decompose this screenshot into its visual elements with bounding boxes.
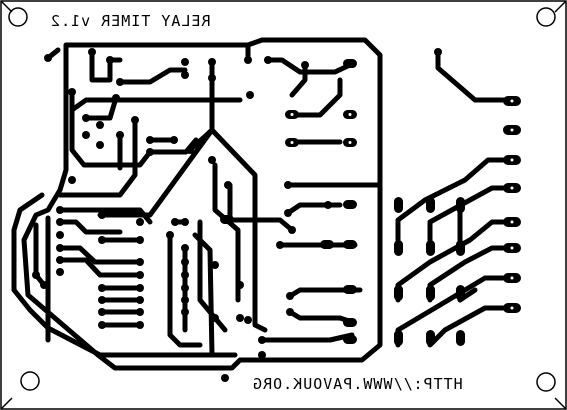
copper-traces xyxy=(11,37,513,371)
mounting-hole-top-left xyxy=(8,7,28,27)
round-pads xyxy=(32,48,442,382)
board-title-silkscreen: RELAY TIMER v1.2 xyxy=(50,12,211,30)
mounting-holes xyxy=(8,7,556,392)
drill-holes xyxy=(290,99,514,310)
mounting-hole-bottom-right xyxy=(536,372,556,392)
mounting-hole-bottom-left xyxy=(20,371,40,391)
board-url-silkscreen: HTTP://WWW.PAVOUK.ORG xyxy=(252,375,463,393)
mounting-hole-top-right xyxy=(536,7,556,27)
